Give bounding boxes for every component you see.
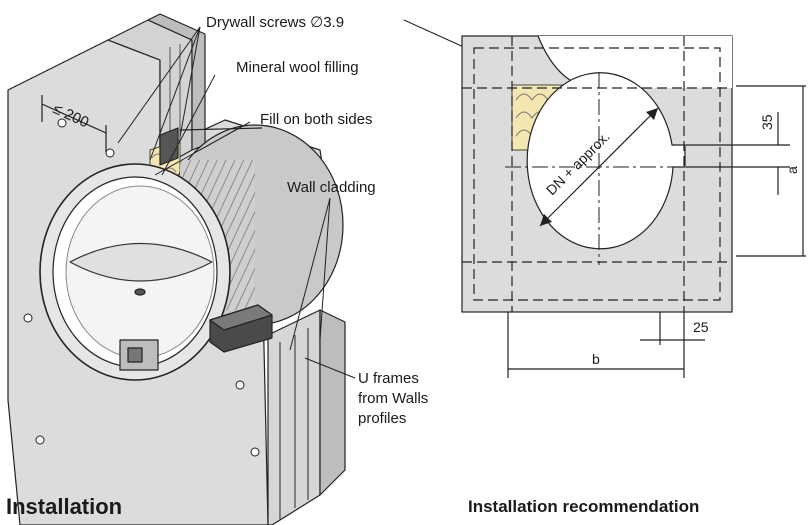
lower-cladding-side bbox=[319, 309, 346, 496]
screws-label: Drywall screws ∅3.9 bbox=[206, 14, 344, 31]
u-frames-label-3: profiles bbox=[358, 410, 406, 427]
installation-recommendation-heading: Installation recommendation bbox=[468, 497, 700, 516]
dim-25-label: 25 bbox=[693, 319, 709, 335]
wall-cladding-label: Wall cladding bbox=[287, 179, 376, 196]
elevation-opening bbox=[526, 72, 686, 250]
fill-sides-label: Fill on both sides bbox=[260, 111, 373, 128]
installation-heading: Installation bbox=[6, 494, 123, 519]
dim-35-label: 35 bbox=[759, 114, 775, 130]
damper-blade bbox=[69, 243, 213, 282]
elevation-view bbox=[461, 35, 806, 378]
u-frames-label-2: from Walls bbox=[358, 390, 428, 407]
dim-b-label: b bbox=[592, 351, 600, 367]
screw-markers bbox=[23, 118, 260, 457]
mineral-wool-label: Mineral wool filling bbox=[236, 59, 359, 76]
lower-cladding-front bbox=[267, 309, 321, 525]
leader-lines bbox=[117, 19, 489, 379]
isometric-view bbox=[7, 13, 346, 525]
wall-opening bbox=[159, 127, 179, 166]
u-frames-label-1: U frames bbox=[358, 370, 419, 387]
dim-a-label: a bbox=[784, 166, 800, 174]
